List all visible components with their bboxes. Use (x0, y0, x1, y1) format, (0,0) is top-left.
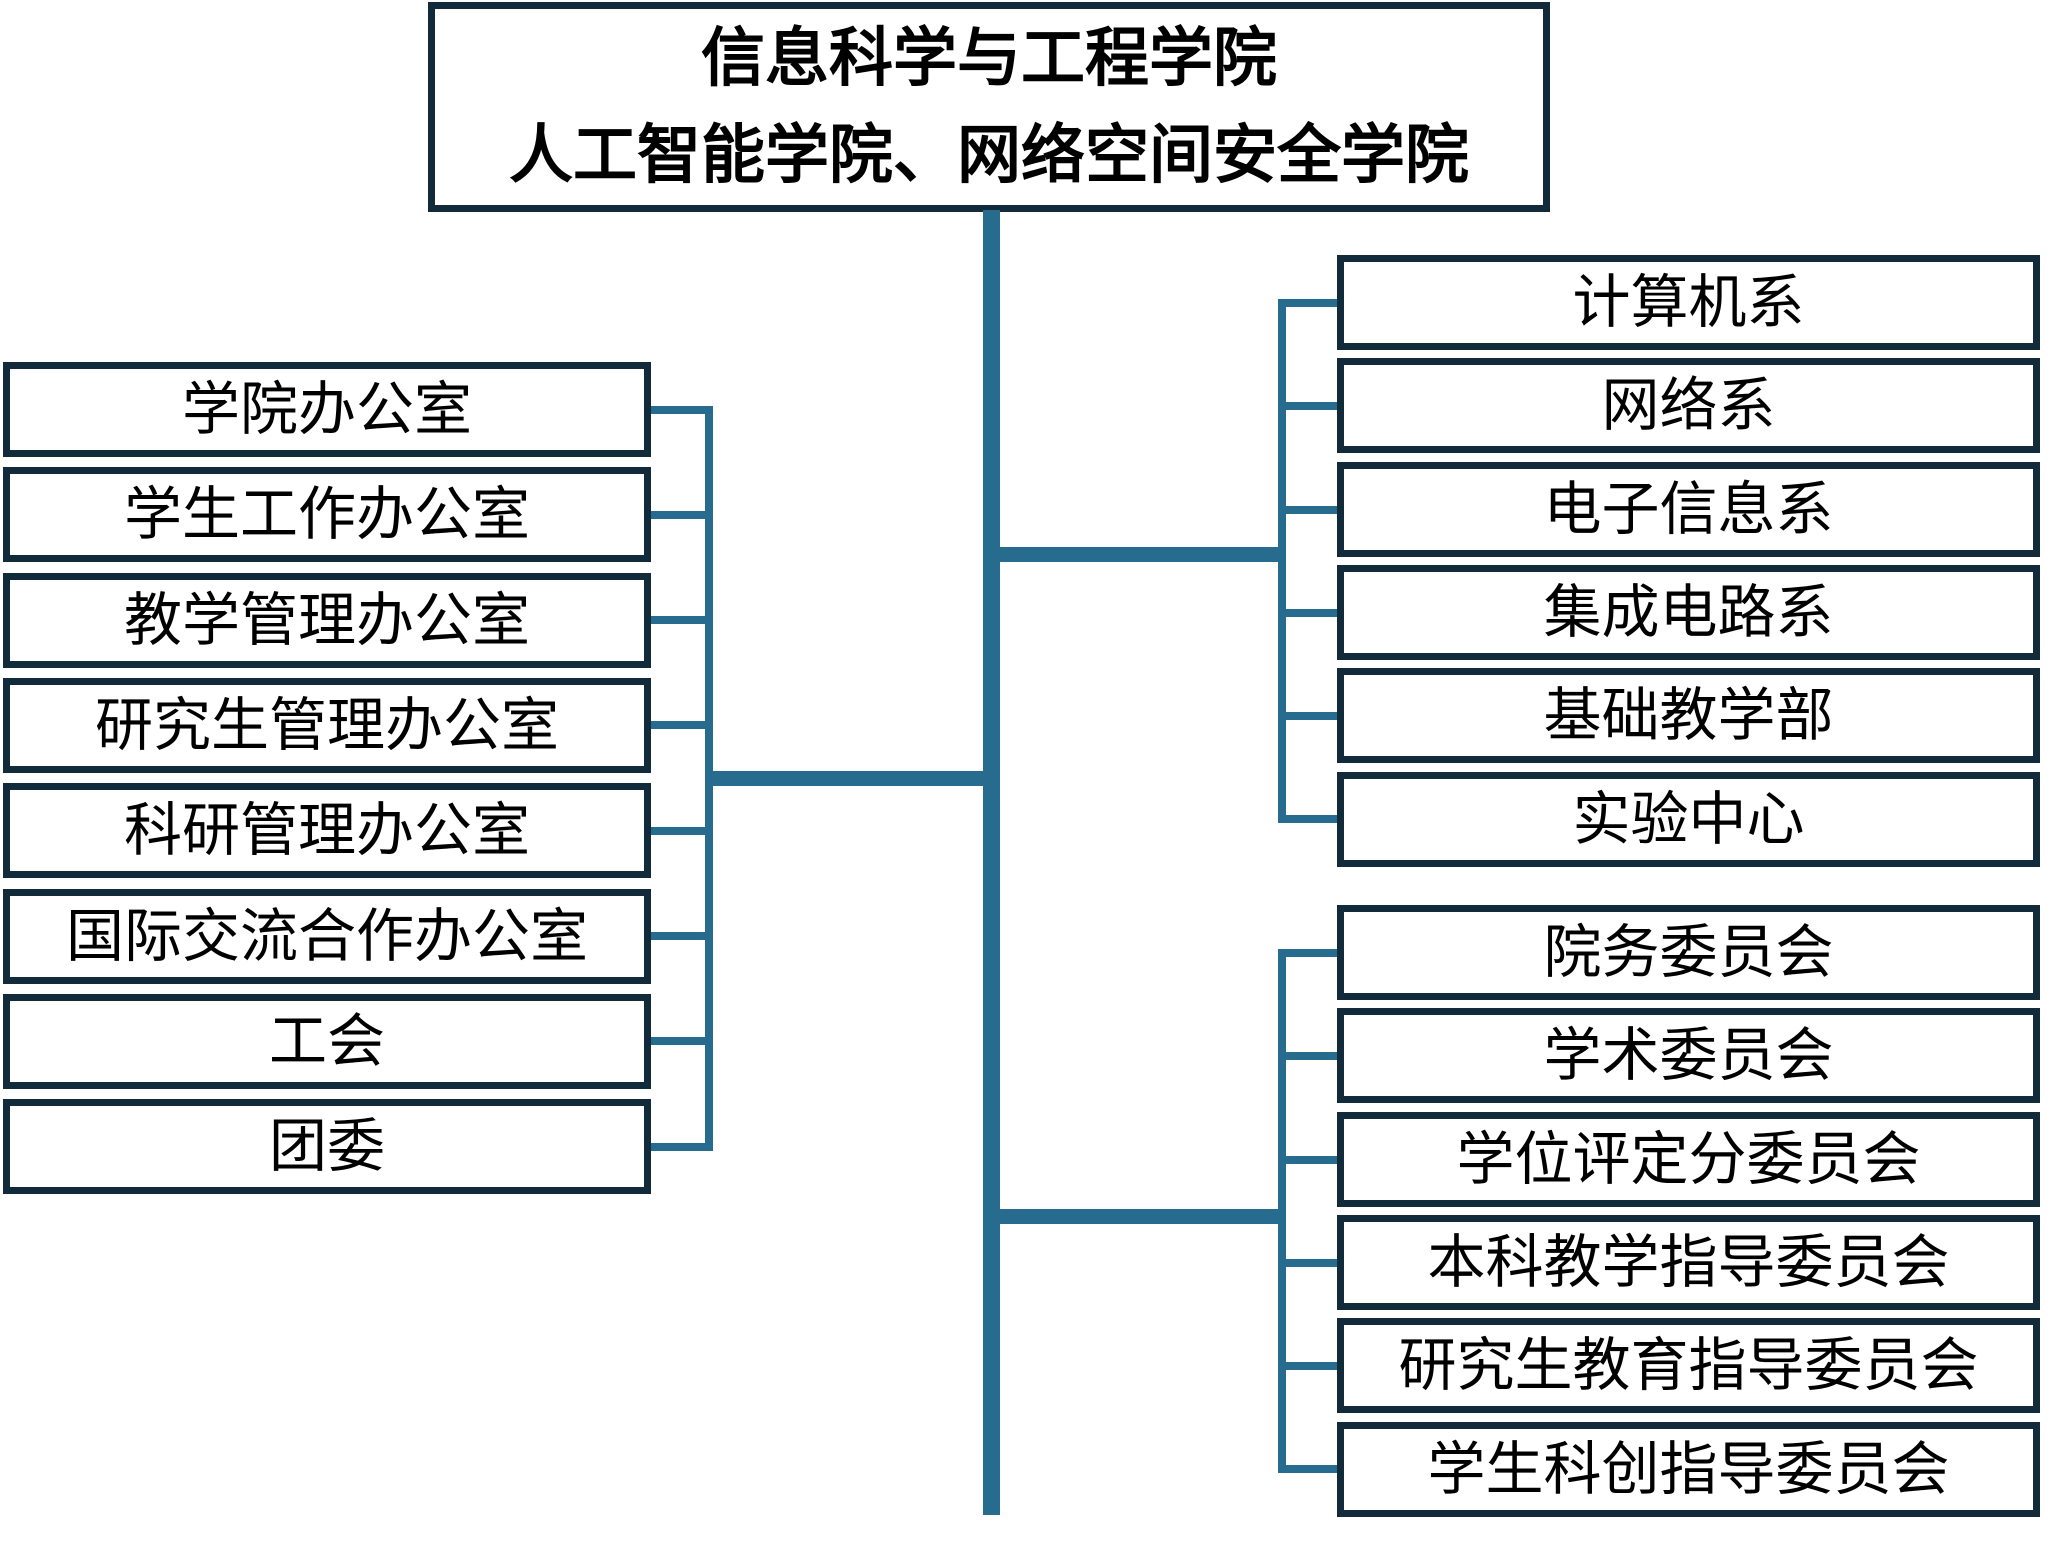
left-bus-line (705, 406, 713, 1151)
title-box: 信息科学与工程学院 人工智能学院、网络空间安全学院 (428, 2, 1550, 212)
box-label: 学院办公室 (181, 376, 472, 442)
box-label: 教学管理办公室 (123, 587, 530, 653)
committees-stub-2 (1280, 1052, 1342, 1060)
committees-bus-line (1278, 949, 1286, 1473)
box-student-innovation-committee: 学生科创指导委员会 (1337, 1422, 2040, 1517)
box-label: 学位评定分委员会 (1456, 1126, 1921, 1192)
box-label: 工会 (268, 1008, 385, 1074)
box-college-council: 院务委员会 (1337, 905, 2040, 1000)
trunk-line (983, 210, 1000, 1515)
left-stub-2 (640, 511, 713, 519)
box-label: 学术委员会 (1543, 1022, 1834, 1088)
committees-stub-4 (1280, 1259, 1342, 1267)
box-youth-league: 团委 (3, 1099, 651, 1194)
departments-group-connector (996, 547, 1286, 562)
box-label: 学生工作办公室 (123, 481, 530, 547)
box-label: 本科教学指导委员会 (1427, 1229, 1950, 1295)
box-label: 集成电路系 (1543, 579, 1834, 645)
left-group-connector (709, 771, 991, 786)
box-network-dept: 网络系 (1337, 358, 2040, 453)
left-stub-1 (640, 406, 713, 414)
box-undergrad-teaching-committee: 本科教学指导委员会 (1337, 1215, 2040, 1310)
left-stub-5 (640, 827, 713, 835)
box-teaching-admin-office: 教学管理办公室 (3, 573, 651, 668)
box-graduate-admin-office: 研究生管理办公室 (3, 678, 651, 773)
left-stub-4 (640, 721, 713, 729)
box-label: 科研管理办公室 (123, 797, 530, 863)
box-basic-teaching-dept: 基础教学部 (1337, 668, 2040, 763)
box-degree-evaluation-subcommittee: 学位评定分委员会 (1337, 1112, 2040, 1207)
departments-bus-line (1278, 299, 1286, 823)
box-label: 基础教学部 (1543, 682, 1834, 748)
departments-stub-3 (1280, 506, 1342, 514)
committees-stub-5 (1280, 1362, 1342, 1370)
box-graduate-education-committee: 研究生教育指导委员会 (1337, 1318, 2040, 1413)
box-label: 网络系 (1601, 372, 1776, 438)
box-label: 研究生教育指导委员会 (1398, 1332, 1979, 1398)
box-label: 国际交流合作办公室 (65, 903, 588, 969)
box-labor-union: 工会 (3, 994, 651, 1089)
box-academic-committee: 学术委员会 (1337, 1008, 2040, 1103)
committees-group-connector (996, 1209, 1286, 1224)
box-electronic-info-dept: 电子信息系 (1337, 462, 2040, 557)
box-label: 学生科创指导委员会 (1427, 1436, 1950, 1502)
left-stub-6 (640, 932, 713, 940)
box-research-admin-office: 科研管理办公室 (3, 783, 651, 878)
box-integrated-circuit-dept: 集成电路系 (1337, 565, 2040, 660)
committees-stub-3 (1280, 1156, 1342, 1164)
left-stub-8 (640, 1143, 713, 1151)
box-college-office: 学院办公室 (3, 362, 651, 457)
box-label: 电子信息系 (1543, 476, 1834, 542)
box-label: 团委 (268, 1113, 385, 1179)
box-label: 计算机系 (1572, 269, 1805, 335)
box-student-affairs-office: 学生工作办公室 (3, 467, 651, 562)
departments-stub-2 (1280, 402, 1342, 410)
box-computer-dept: 计算机系 (1337, 255, 2040, 350)
title-line-2: 人工智能学院、网络空间安全学院 (509, 119, 1469, 191)
title-line-1: 信息科学与工程学院 (701, 22, 1277, 94)
departments-stub-5 (1280, 712, 1342, 720)
committees-stub-6 (1280, 1465, 1342, 1473)
left-stub-3 (640, 616, 713, 624)
committees-stub-1 (1280, 949, 1342, 957)
box-international-exchange-office: 国际交流合作办公室 (3, 889, 651, 984)
departments-stub-1 (1280, 299, 1342, 307)
box-experiment-center: 实验中心 (1337, 772, 2040, 867)
departments-stub-4 (1280, 609, 1342, 617)
box-label: 院务委员会 (1543, 919, 1834, 985)
box-label: 实验中心 (1572, 786, 1805, 852)
box-label: 研究生管理办公室 (94, 692, 559, 758)
left-stub-7 (640, 1037, 713, 1045)
departments-stub-6 (1280, 815, 1342, 823)
